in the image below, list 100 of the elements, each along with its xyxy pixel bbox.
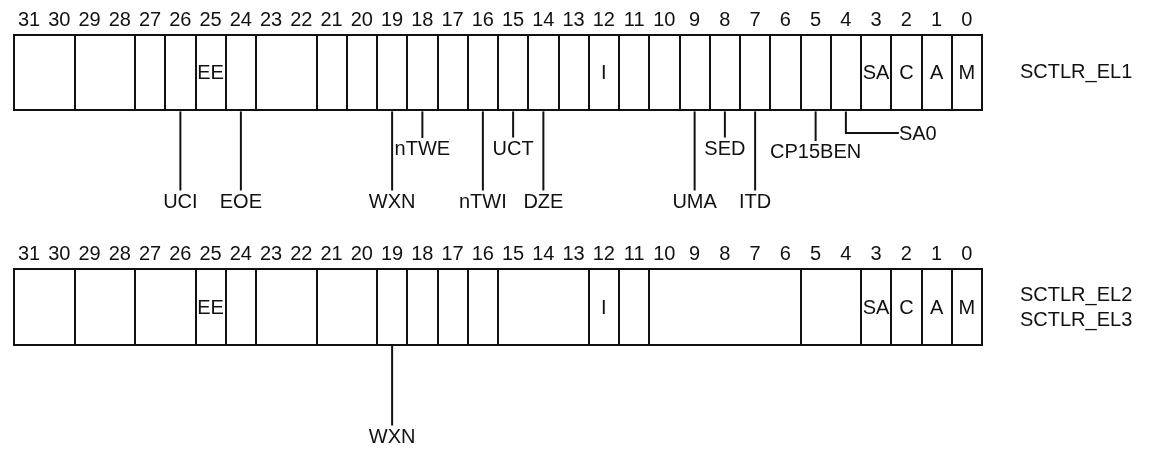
- leader-line: [391, 110, 394, 192]
- register-field: [648, 33, 681, 112]
- register-field: [315, 267, 378, 346]
- field-name: UCT: [492, 137, 534, 158]
- register-field: [134, 267, 197, 346]
- bit-number: 8: [719, 8, 731, 29]
- register-field: I: [587, 33, 620, 112]
- leader-line: [391, 344, 394, 427]
- register-field: [13, 33, 76, 112]
- bit-number: 27: [139, 243, 162, 263]
- field-name: EOE: [219, 190, 262, 211]
- register-field: [648, 267, 802, 346]
- register-field: [466, 33, 499, 112]
- register-field: A: [920, 33, 953, 112]
- bit-number: 25: [199, 8, 222, 29]
- register-field: [708, 33, 741, 112]
- register-field: [436, 33, 469, 112]
- bit-number: 30: [48, 8, 71, 29]
- register-field: C: [890, 33, 923, 112]
- bit-number: 14: [532, 8, 555, 29]
- bit-number: 7: [749, 243, 761, 263]
- register-field: M: [950, 33, 983, 112]
- leader-line: [693, 110, 696, 192]
- bit-number: 18: [411, 243, 434, 263]
- bit-number: 9: [689, 243, 701, 263]
- register-field: [618, 267, 651, 346]
- field-name: WXN: [368, 190, 416, 211]
- bit-number: 9: [689, 8, 701, 29]
- field-name: UMA: [672, 190, 717, 211]
- register-field: [164, 33, 197, 112]
- register-field: M: [950, 267, 983, 346]
- register-field: [73, 267, 136, 346]
- bit-number: 25: [199, 243, 222, 263]
- bit-number: 29: [78, 8, 101, 29]
- register-field: [466, 267, 499, 346]
- register-field: SA: [860, 33, 893, 112]
- field-name: DZE: [523, 190, 564, 211]
- bit-number: 22: [290, 8, 313, 29]
- leader-line: [421, 110, 424, 139]
- field-name: CP15BEN: [770, 141, 862, 161]
- register-field: [376, 33, 409, 112]
- bit-number: 31: [18, 8, 41, 29]
- bit-number: 21: [320, 243, 343, 263]
- bit-number: 10: [653, 8, 676, 29]
- bit-number: 14: [532, 243, 555, 263]
- bit-number: 31: [18, 243, 41, 263]
- bit-number: 1: [931, 8, 943, 29]
- bit-number: 22: [290, 243, 313, 263]
- bit-number: 3: [870, 243, 882, 263]
- bit-number: 2: [900, 243, 912, 263]
- bit-number: 15: [502, 8, 525, 29]
- register-field: C: [890, 267, 923, 346]
- bit-number: 13: [562, 243, 585, 263]
- register-field: [255, 267, 318, 346]
- register-field: SA: [860, 267, 893, 346]
- field-name: SA0: [898, 123, 937, 143]
- bit-number: 5: [810, 8, 822, 29]
- bit-number: 29: [78, 243, 101, 263]
- leader-line: [239, 110, 242, 192]
- register-field: [497, 267, 590, 346]
- bit-number: 19: [381, 243, 404, 263]
- bit-number: 17: [441, 8, 464, 29]
- register-field: A: [920, 267, 953, 346]
- register-field: [406, 267, 439, 346]
- bit-number: 16: [471, 8, 494, 29]
- register-field: [345, 33, 378, 112]
- leader-line: [542, 110, 545, 192]
- bit-number: 24: [229, 243, 252, 263]
- register-field: [376, 267, 409, 346]
- register-field: [315, 33, 348, 112]
- bit-number: 0: [961, 243, 973, 263]
- leader-line: [844, 110, 900, 134]
- bit-number: 3: [870, 8, 882, 29]
- register-name: SCTLR_EL2: [1020, 283, 1133, 304]
- register-field: [799, 267, 862, 346]
- bit-number: 13: [562, 8, 585, 29]
- register-field: [829, 33, 862, 112]
- register-field: [799, 33, 832, 112]
- leader-line: [723, 110, 726, 139]
- bit-number: 0: [961, 8, 973, 29]
- bit-number: 4: [840, 8, 852, 29]
- bit-number: 23: [260, 243, 283, 263]
- bit-number: 4: [840, 243, 852, 263]
- register-field: [224, 33, 257, 112]
- bit-number: 28: [108, 243, 131, 263]
- bit-number: 19: [381, 8, 404, 29]
- register-field: [769, 33, 802, 112]
- bit-number: 27: [139, 8, 162, 29]
- register-field: [497, 33, 530, 112]
- bit-number: 20: [350, 8, 373, 29]
- register-name: SCTLR_EL1: [1020, 61, 1133, 81]
- bit-number: 8: [719, 243, 731, 263]
- leader-line: [754, 110, 757, 192]
- register-field: [739, 33, 772, 112]
- register-field: [678, 33, 711, 112]
- field-name: WXN: [368, 425, 416, 446]
- leader-line: [512, 110, 515, 139]
- field-name: ITD: [739, 190, 772, 211]
- register-field: [557, 33, 590, 112]
- bit-number: 20: [350, 243, 373, 263]
